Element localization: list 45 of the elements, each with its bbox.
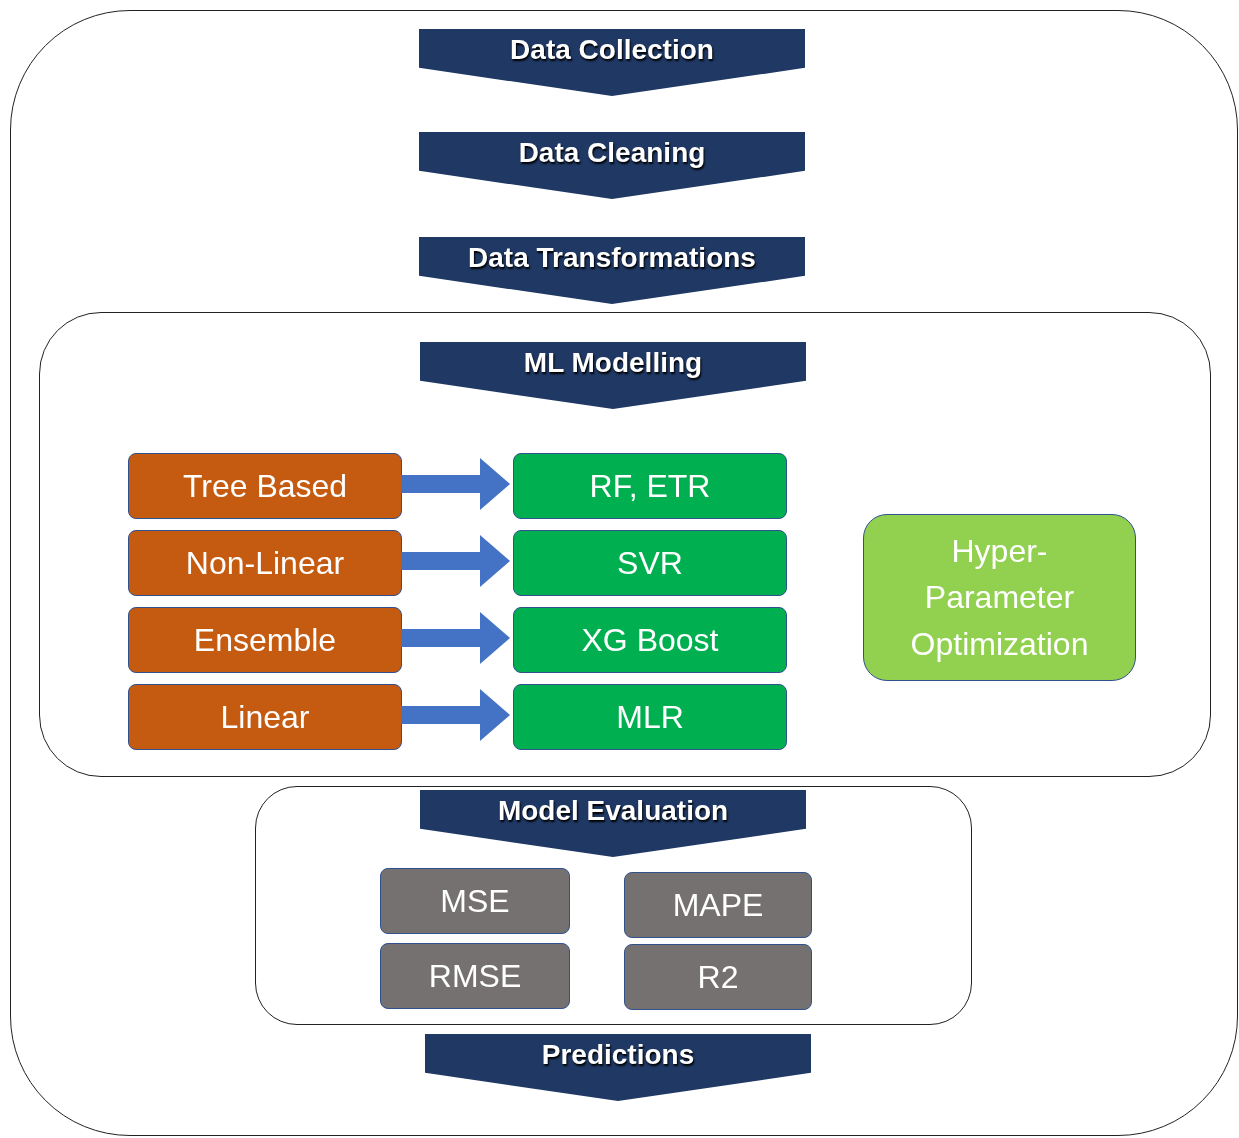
- block-arrow: [401, 458, 510, 510]
- metric-box: [624, 872, 812, 938]
- box-label: RF, ETR: [589, 466, 711, 506]
- step-label: Data Transformations: [468, 241, 756, 275]
- outer-frame: [10, 10, 1238, 1136]
- chevron-step: [425, 1034, 811, 1101]
- evaluation-panel: [255, 786, 972, 1025]
- block-arrow: [401, 612, 510, 664]
- box-label: Non-Linear: [185, 543, 345, 583]
- step-label: Predictions: [541, 1038, 695, 1072]
- chevron-step: [419, 29, 805, 96]
- box-label: RMSE: [428, 956, 522, 996]
- category-box: [128, 453, 402, 519]
- category-box: [128, 607, 402, 673]
- box-label: MSE: [440, 881, 510, 921]
- metric-box: [380, 943, 570, 1009]
- category-box: [128, 684, 402, 750]
- box-label: Ensemble: [193, 620, 337, 660]
- block-arrow: [401, 535, 510, 587]
- box-label: Linear: [220, 697, 310, 737]
- box-label: MLR: [616, 697, 684, 737]
- step-label: Model Evaluation: [497, 794, 729, 828]
- box-label: Hyper- Parameter Optimization: [909, 531, 1090, 664]
- category-box: [128, 530, 402, 596]
- model-box: [513, 453, 787, 519]
- modelling-panel: [39, 312, 1211, 777]
- box-label: Tree Based: [182, 466, 348, 506]
- optimization-box: [863, 514, 1136, 681]
- box-label: R2: [697, 957, 739, 997]
- metric-box: [624, 944, 812, 1010]
- model-box: [513, 607, 787, 673]
- step-label: Data Cleaning: [518, 136, 706, 170]
- box-label: SVR: [617, 543, 683, 583]
- model-box: [513, 684, 787, 750]
- chevron-step: [419, 237, 805, 304]
- model-box: [513, 530, 787, 596]
- block-arrow: [401, 689, 510, 741]
- step-label: ML Modelling: [523, 346, 703, 380]
- chevron-step: [420, 790, 806, 857]
- box-label: XG Boost: [581, 620, 719, 660]
- metric-box: [380, 868, 570, 934]
- step-label: Data Collection: [510, 33, 714, 67]
- chevron-step: [419, 132, 805, 199]
- chevron-step: [420, 342, 806, 409]
- box-label: MAPE: [672, 885, 764, 925]
